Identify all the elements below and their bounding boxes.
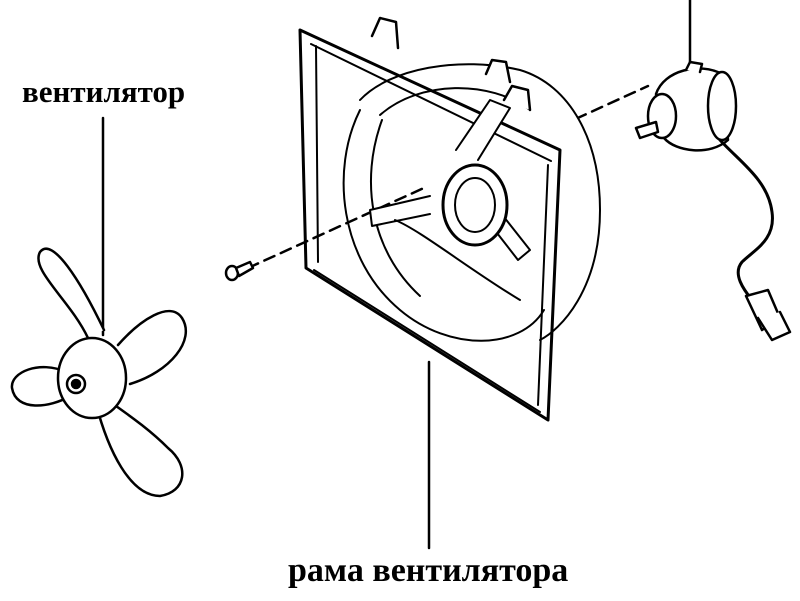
fan-shroud-icon (298, 16, 601, 422)
fan-motor-icon (634, 60, 792, 342)
bolt-icon (224, 260, 255, 282)
fan-label: вентилятор (22, 74, 186, 109)
fan-blade-icon (10, 247, 188, 498)
frame-label: рама вентилятора (288, 552, 569, 589)
